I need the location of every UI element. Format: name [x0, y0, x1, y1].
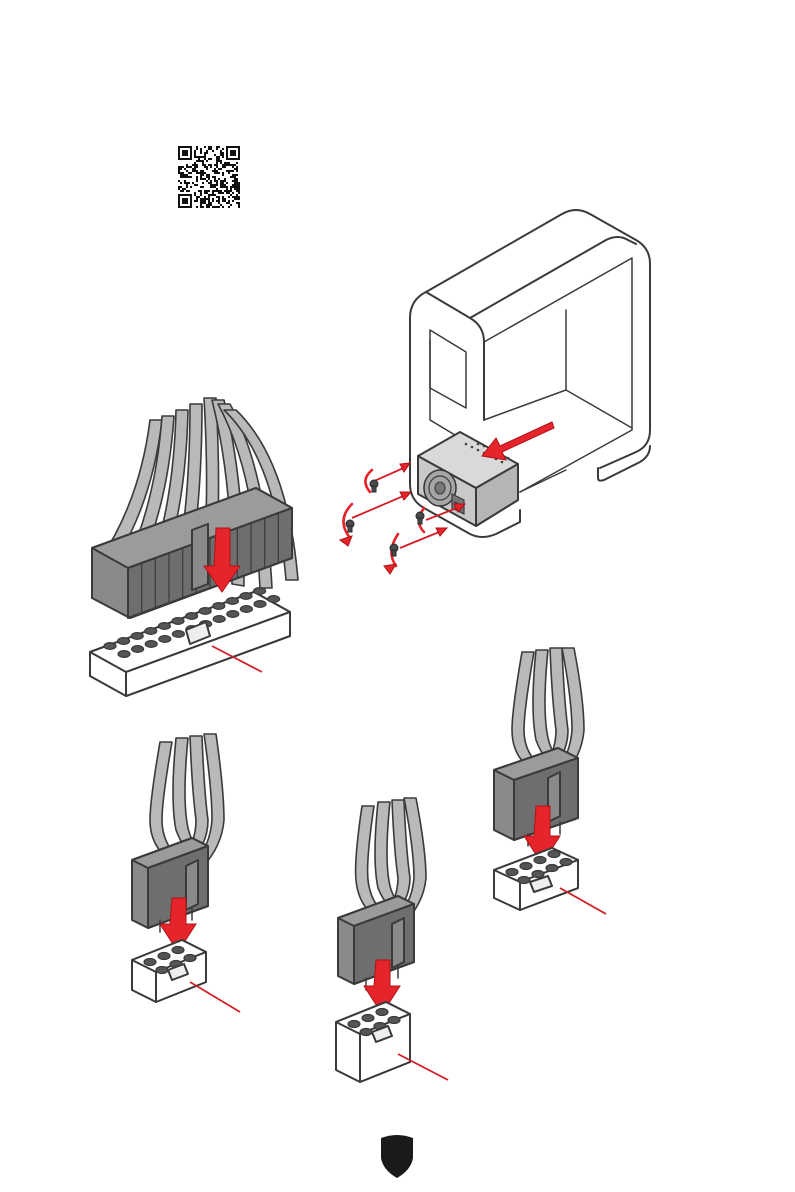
pc-case-illustration	[410, 210, 650, 537]
pcie-8pin-figure	[494, 648, 606, 914]
qr-code[interactable]	[178, 146, 240, 208]
cpu-8pin-figure	[132, 734, 240, 1012]
psu-fan	[424, 470, 456, 506]
insert-arrow	[482, 422, 554, 460]
cpu-6pin-figure	[336, 798, 448, 1082]
shield-badge-icon	[381, 1135, 413, 1178]
atx-24pin-figure	[90, 398, 298, 696]
